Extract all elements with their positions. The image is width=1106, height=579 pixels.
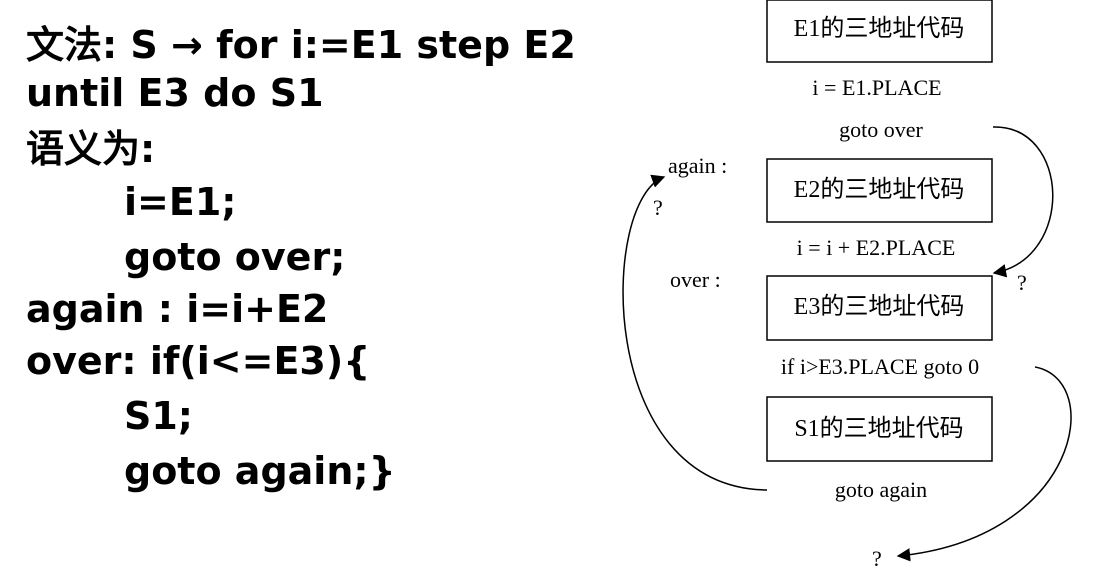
goto-over-arrow (992, 126, 1054, 278)
semantics-line-4: over: if(i<=E3){ (26, 339, 371, 383)
s1-code-box-label: S1的三地址代码 (794, 415, 963, 442)
exit-arrow (896, 366, 1072, 562)
assign-e1-label: i = E1.PLACE (812, 75, 941, 100)
code-panel: 文法: S → for i:=E1 step E2 until E3 do S1… (26, 23, 576, 493)
s1-code-box (766, 396, 993, 462)
semantics-line-6: goto again;} (124, 449, 396, 493)
e3-code-box (766, 275, 993, 341)
over-label: over : (670, 267, 721, 292)
grammar-line-2: until E3 do S1 (26, 71, 324, 115)
e1-code-box-label: E1的三地址代码 (794, 15, 965, 42)
question-mark-1: ? (653, 195, 663, 220)
e2-code-box (766, 158, 993, 223)
semantics-line-2: goto over; (124, 235, 346, 279)
question-mark-3: ? (872, 546, 882, 571)
goto-again-arrow (622, 174, 768, 491)
semantics-heading: 语义为: (26, 127, 156, 171)
question-mark-2: ? (1017, 270, 1027, 295)
e2-code-box-label: E2的三地址代码 (794, 176, 965, 203)
goto-again-label: goto again (835, 477, 927, 502)
e3-code-box-label: E3的三地址代码 (794, 293, 965, 320)
semantics-line-1: i=E1; (124, 180, 237, 224)
again-label: again : (668, 153, 727, 178)
semantics-line-5: S1; (124, 394, 194, 438)
semantics-line-3: again : i=i+E2 (26, 287, 329, 331)
e1-code-box (766, 0, 993, 63)
grammar-line-1: 文法: S → for i:=E1 step E2 (26, 23, 576, 67)
condition-label: if i>E3.PLACE goto 0 (781, 354, 979, 379)
goto-over-label: goto over (839, 117, 923, 142)
assign-incr-label: i = i + E2.PLACE (797, 235, 956, 260)
